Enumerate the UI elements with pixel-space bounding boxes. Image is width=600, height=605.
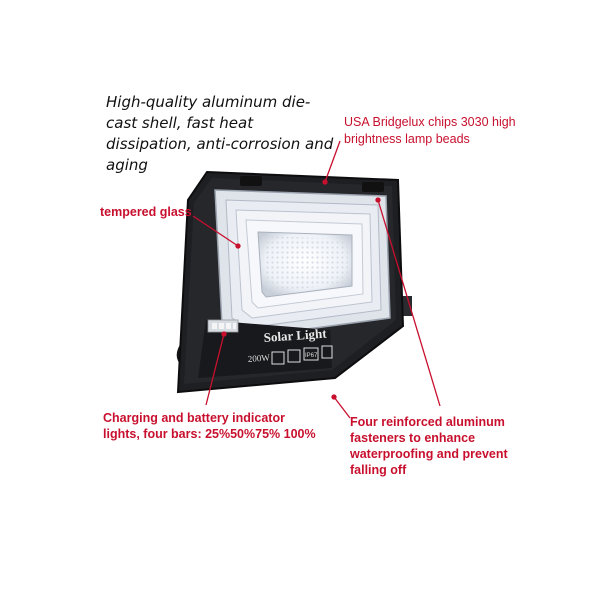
spec-icon <box>271 351 285 365</box>
chips-annotation: USA Bridgelux chips 3030 high brightness… <box>344 115 516 146</box>
spec-icon <box>287 349 301 363</box>
device-rating: IP67 <box>305 353 318 359</box>
spec-icon <box>321 345 333 359</box>
fastener <box>362 182 384 192</box>
led-panel <box>257 231 353 298</box>
leader-lines <box>192 140 441 419</box>
fastener <box>240 176 262 186</box>
spec-icon <box>303 347 319 361</box>
control-panel <box>198 320 332 378</box>
fasteners-annotation: Four reinforced aluminum fasteners to en… <box>350 415 508 477</box>
charging-annotation: Charging and battery indicator lights, f… <box>103 411 316 441</box>
device-brand-text: Solar Light <box>263 326 328 345</box>
device-wattage: 200W <box>247 352 270 364</box>
glass-annotation: tempered glass <box>100 205 192 219</box>
shell-annotation: High-quality aluminum die-cast shell, fa… <box>106 93 334 174</box>
